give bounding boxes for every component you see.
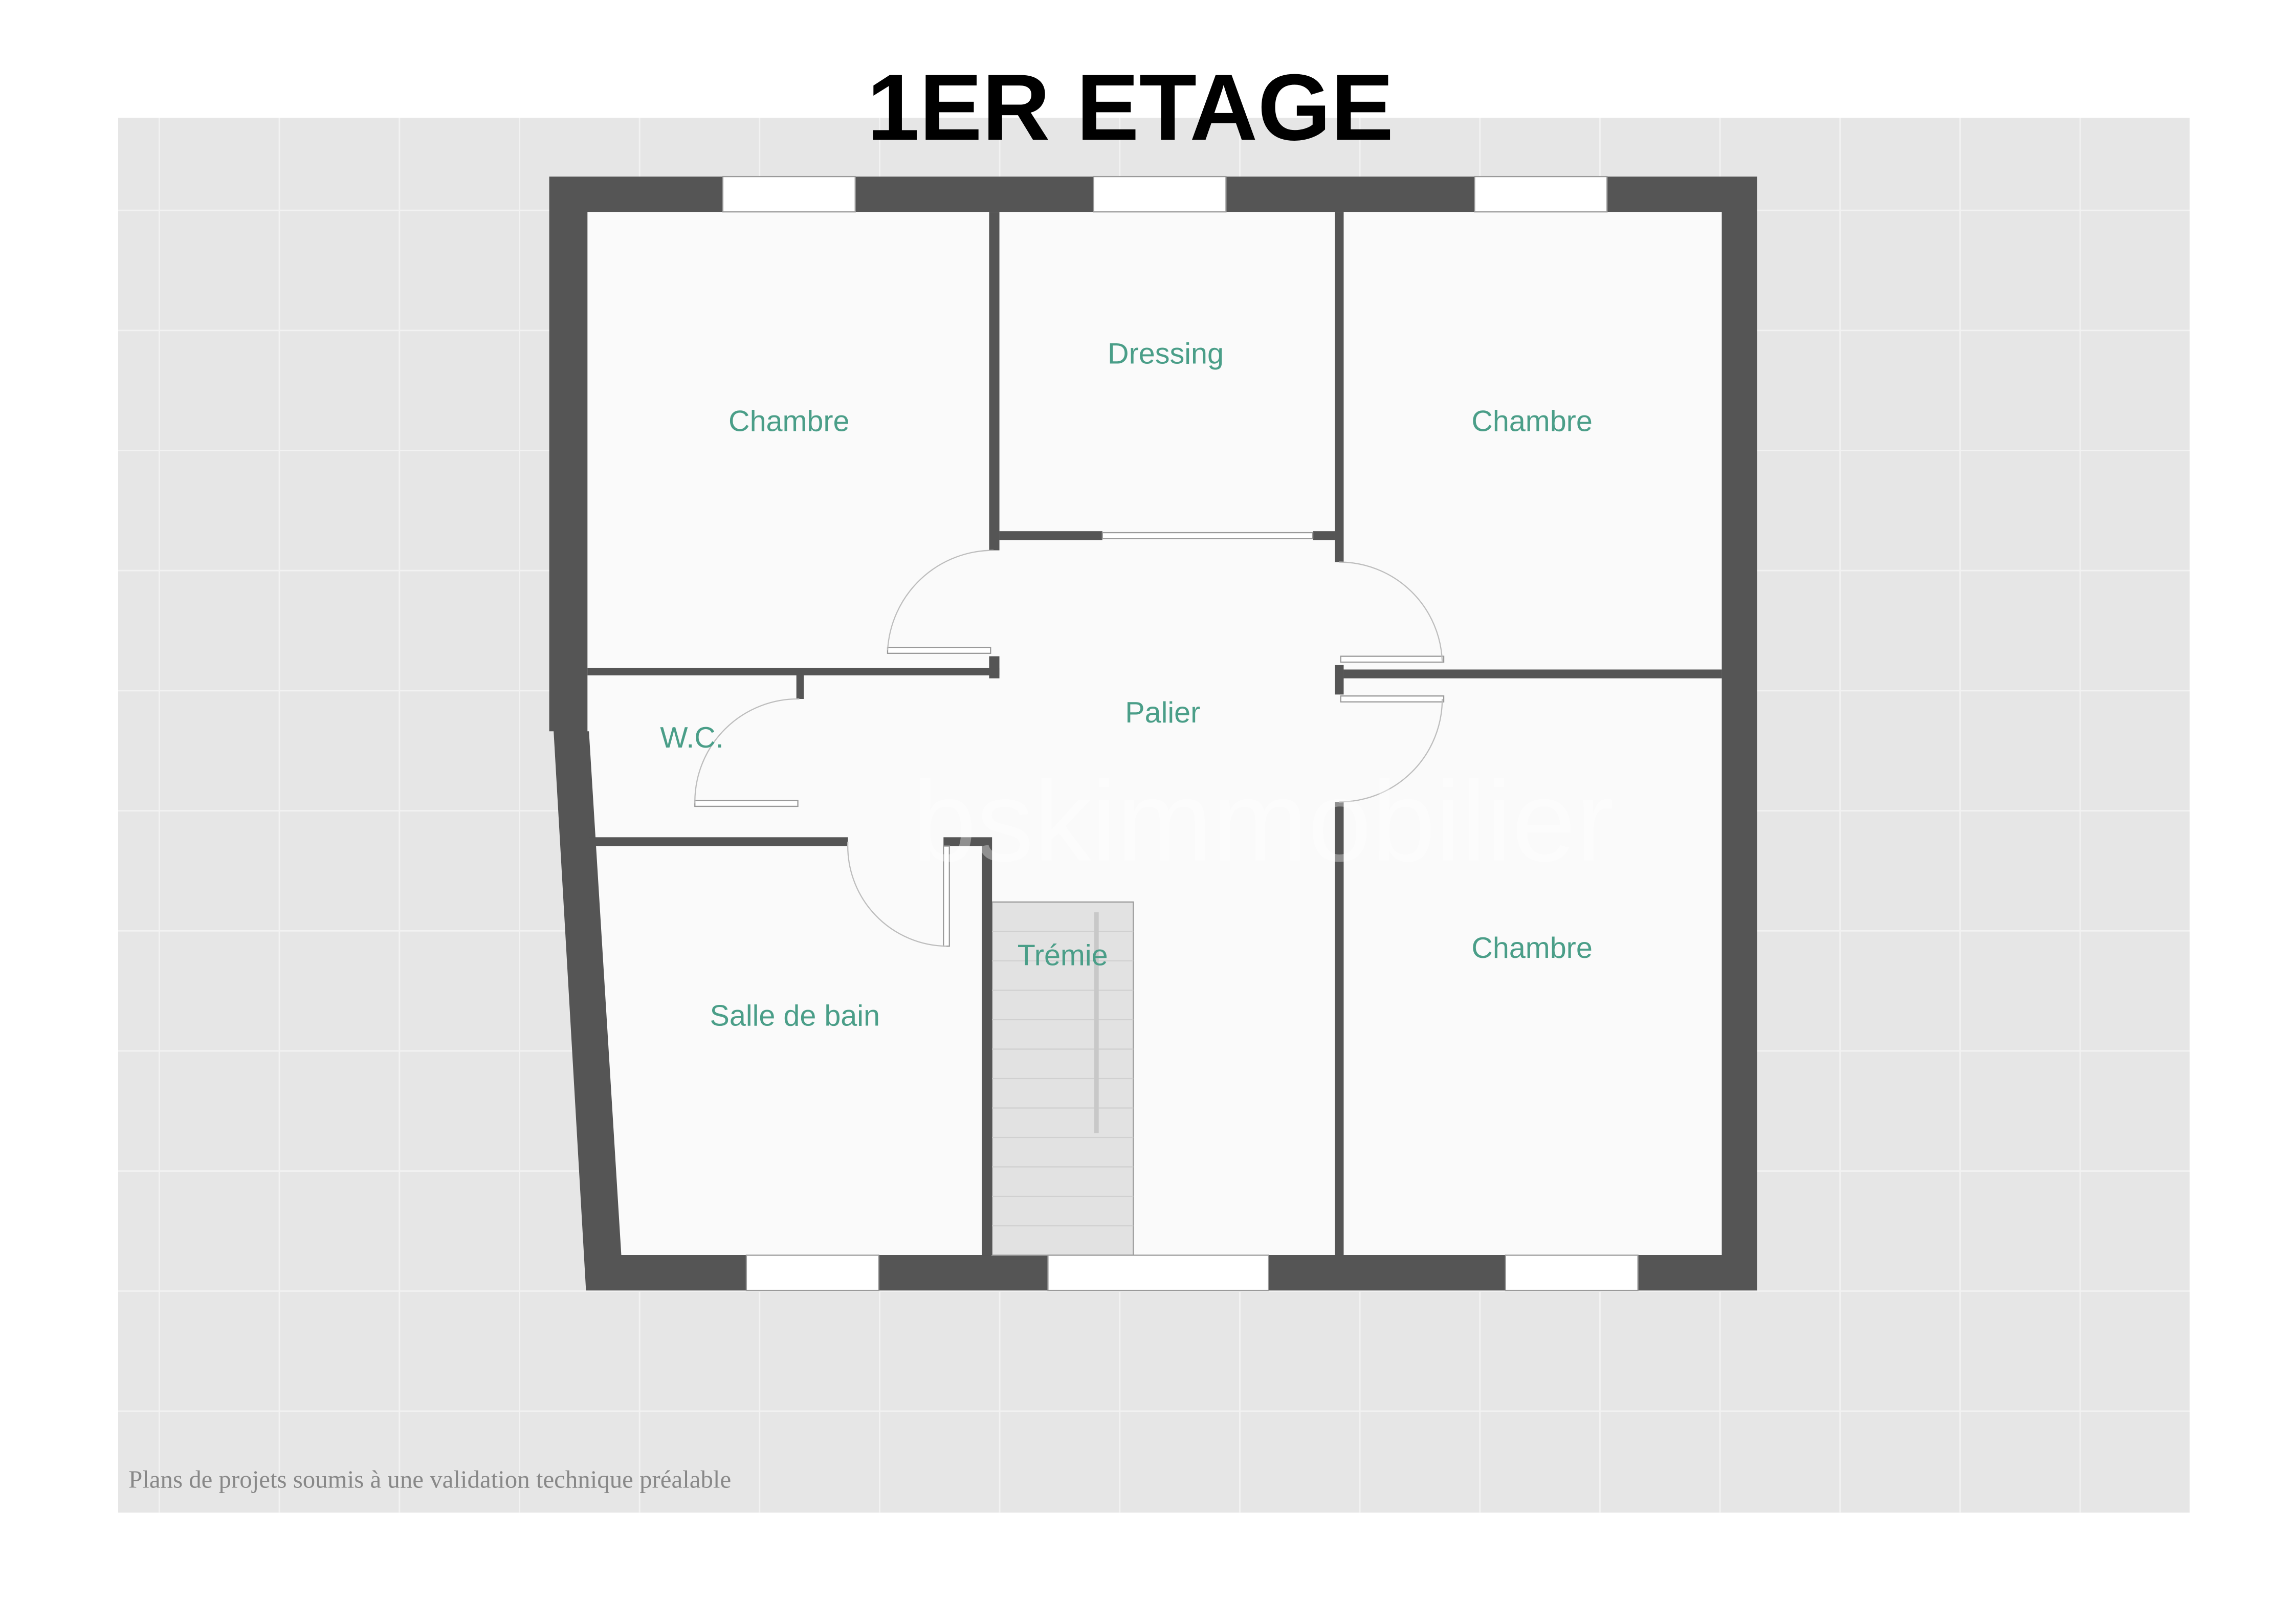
windows (722, 176, 1639, 1291)
door-swing (1339, 561, 1443, 663)
page-title: 1ER ETAGE (867, 55, 1394, 160)
window (722, 176, 856, 213)
wall-central-right-mid (1335, 665, 1344, 695)
door-swing (694, 698, 800, 804)
room-label-chambre: Chambre (1471, 405, 1593, 438)
window (1093, 176, 1227, 213)
wall-dressing-bottom (999, 531, 1102, 540)
window (1047, 1254, 1269, 1291)
door-leaf (1340, 655, 1445, 663)
room-label-salle-de-bain: Salle de bain (710, 999, 880, 1032)
room-label-tremie: Trémie (1018, 939, 1108, 972)
wall-chambre-left-bottom (587, 668, 1000, 675)
window (745, 1254, 879, 1291)
stair-steps (992, 931, 1134, 1226)
wall-sdb-right (982, 846, 992, 1256)
door-swing (847, 841, 947, 947)
wall-chambres-right-divider (1343, 669, 1722, 678)
room-label-palier: Palier (1125, 696, 1200, 729)
floor-area (587, 212, 1722, 1256)
room-label-wc: W.C. (660, 721, 724, 754)
door-swing (1339, 699, 1443, 803)
wall-dressing-bottom-right (1313, 531, 1335, 540)
wall-wc-right-top (796, 675, 804, 699)
room-label-chambre: Chambre (1471, 932, 1593, 964)
door-leaf (1340, 695, 1445, 703)
wall-central-right-bottom (1335, 802, 1344, 1256)
door-swing (887, 550, 994, 651)
room-label-chambre: Chambre (728, 405, 849, 438)
doors (694, 532, 1445, 947)
window (1505, 1254, 1639, 1291)
wall-central-right-top (1335, 212, 1344, 562)
wall-wc-bottom (589, 837, 848, 846)
watermark: bskimmobilier (913, 757, 1614, 885)
door-leaf (887, 647, 991, 654)
window (1474, 176, 1608, 213)
wall-chambre-dressing (989, 212, 1000, 551)
door-leaf (694, 800, 799, 807)
wall-sdb-top-right (943, 837, 992, 846)
footer-note: Plans de projets soumis à une validation… (128, 1465, 731, 1493)
room-label-dressing: Dressing (1108, 337, 1224, 370)
sliding-door (1101, 532, 1314, 539)
